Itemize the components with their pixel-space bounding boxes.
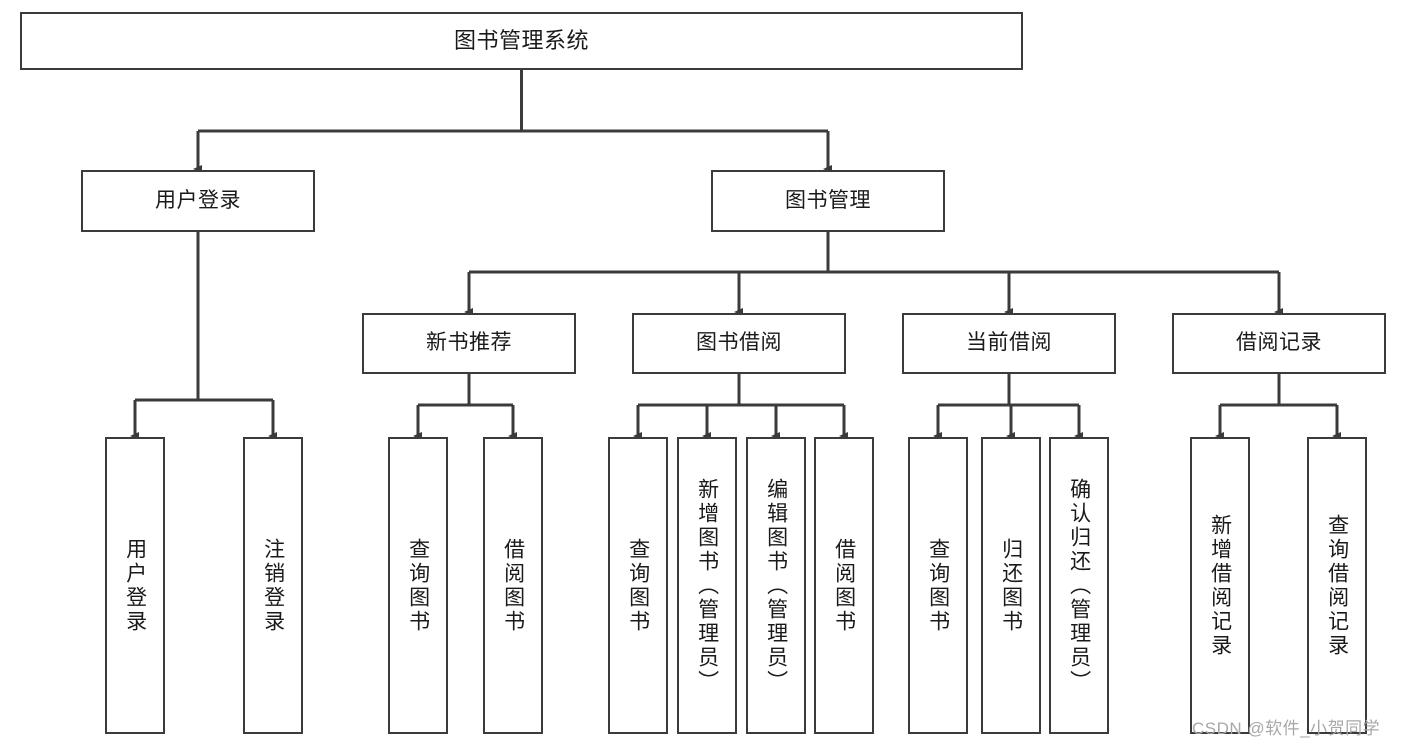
node-label: 查询借阅记录 xyxy=(1325,513,1349,658)
node-label: 新书推荐 xyxy=(426,331,512,355)
node-label: 图书管理系统 xyxy=(453,28,589,54)
node-r2: 查询借阅记录 xyxy=(1307,437,1367,734)
node-current: 当前借阅 xyxy=(902,313,1116,374)
node-n2: 借阅图书 xyxy=(483,437,543,734)
node-b4: 借阅图书 xyxy=(814,437,874,734)
node-bookmgmt: 图书管理 xyxy=(711,170,945,232)
node-label: 编辑图书（管理员） xyxy=(764,477,788,694)
node-b2: 新增图书（管理员） xyxy=(677,437,737,734)
node-borrow: 图书借阅 xyxy=(632,313,846,374)
node-l2: 注销登录 xyxy=(243,437,303,734)
node-b1: 查询图书 xyxy=(608,437,668,734)
node-n1: 查询图书 xyxy=(388,437,448,734)
node-c1: 查询图书 xyxy=(908,437,968,734)
node-label: 查询图书 xyxy=(926,537,950,634)
connector-lines xyxy=(130,70,1341,440)
node-label: 图书管理 xyxy=(785,188,871,212)
node-label: 用户登录 xyxy=(155,188,241,212)
node-c3: 确认归还（管理员） xyxy=(1049,437,1109,734)
node-r1: 新增借阅记录 xyxy=(1190,437,1250,734)
node-label: 新增借阅记录 xyxy=(1208,513,1232,658)
node-b3: 编辑图书（管理员） xyxy=(746,437,806,734)
node-label: 用户登录 xyxy=(123,537,147,634)
node-c2: 归还图书 xyxy=(981,437,1041,734)
node-label: 新增图书（管理员） xyxy=(695,477,719,694)
node-records: 借阅记录 xyxy=(1172,313,1386,374)
node-label: 图书借阅 xyxy=(696,331,782,355)
node-label: 归还图书 xyxy=(999,537,1023,634)
node-label: 查询图书 xyxy=(626,537,650,634)
node-l1: 用户登录 xyxy=(105,437,165,734)
node-login: 用户登录 xyxy=(81,170,315,232)
node-label: 借阅记录 xyxy=(1236,331,1322,355)
node-label: 确认归还（管理员） xyxy=(1067,477,1091,694)
node-label: 注销登录 xyxy=(261,537,285,634)
node-label: 查询图书 xyxy=(406,537,430,634)
node-label: 借阅图书 xyxy=(501,537,525,634)
node-root: 图书管理系统 xyxy=(20,12,1023,70)
node-label: 当前借阅 xyxy=(966,331,1052,355)
node-label: 借阅图书 xyxy=(832,537,856,634)
node-newbook: 新书推荐 xyxy=(362,313,576,374)
